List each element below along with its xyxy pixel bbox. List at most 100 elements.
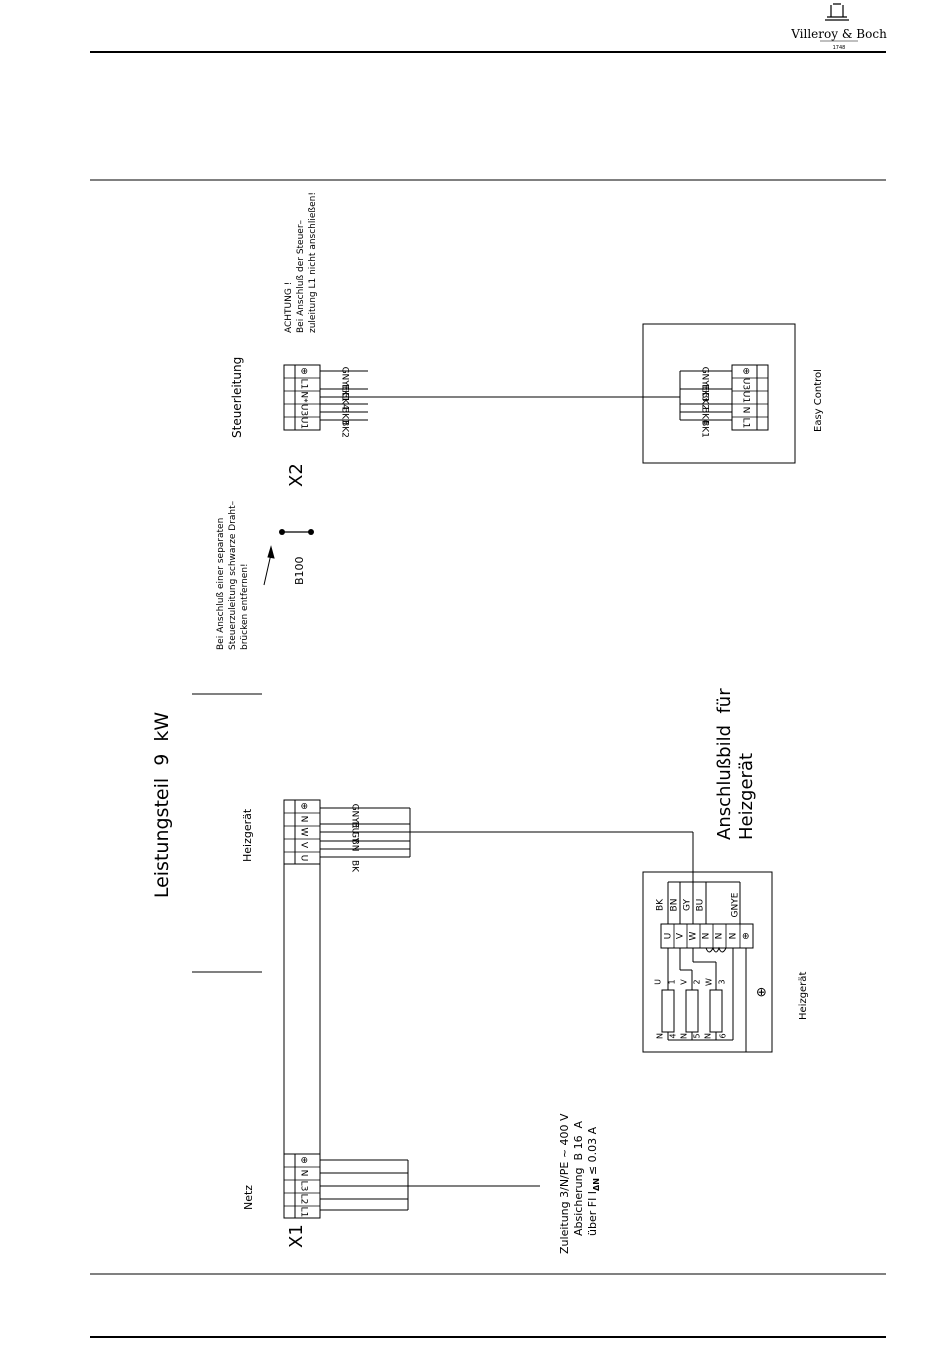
ht-wire-bk: BK [350,860,360,873]
ht-wire-gnye: GNYE [350,804,360,829]
he-bot-6: 6 [719,1033,728,1038]
x2-id: X2 [286,463,307,487]
bridge-dot-left [279,529,285,535]
bridge-note-line-3: brücken entfernen! [240,563,250,650]
x2-terminal-u3: U3 [299,404,309,416]
hd-wire-bk: BK [656,898,666,911]
heater-device-wiring: BK BN GY BU GNYE U V W N N N ⊕ [654,881,772,1053]
hd-wire-gnye: GNYE [731,892,741,917]
he-top-1: 1 [668,979,677,984]
ht-terminal-v: V [299,842,309,849]
easy-control-terminal-strip: ⊕ U3 U1 N L1 GNYE BK3 BK2 BK4 BK1 [679,364,769,438]
supply-note: Zuleitung 3/N/PE ~ 400 V Absicherung B 1… [558,1113,601,1254]
earth-icon: ⊕ [755,987,770,998]
supply-note-line-3: über FI IΔN ≤ 0.03 A [586,1126,601,1236]
brand-logo: Villeroy & Boch 1748 [790,3,887,51]
brand-name: Villeroy & Boch [790,27,887,41]
bridge-note: Bei Anschluß einer separaten Steuerzulei… [216,500,250,650]
ht-wire-bn: BN [350,839,360,852]
ec-wire-bk4: BK4 [700,407,710,425]
x2-terminal-strip: ⊕ L1 N* U3 U1 GNYE BK1 BK4 BK3 BK2 [283,364,368,438]
x2-wire-gnye: GNYE [340,367,350,392]
x1-terminal-l3: L3 [299,1181,309,1192]
ec-terminal-u1: U1 [741,391,751,403]
x1-terminal-strip: ⊕ N L3 L2 L1 [283,1153,409,1219]
x1-terminal-n: N [299,1170,309,1177]
ec-terminal-u3: U3 [741,378,751,390]
bridge-id: B100 [293,556,306,585]
heater-terminal-label: Heizgerät [241,808,254,862]
ec-wire-gnye: GNYE [700,367,710,392]
ht-terminal-w: W [299,828,309,837]
heater-device-box [642,871,773,1053]
hd-terminal-u: U [664,933,674,940]
x2-wire-bk3: BK3 [340,407,350,425]
x1-terminal-pe: ⊕ [299,1156,309,1164]
easy-control-label: Easy Control [813,369,824,432]
bridge-dot-right [308,529,314,535]
x1-label: Netz [242,1185,255,1210]
x2-terminal-n: N* [299,391,309,403]
hd-wire-bu: BU [696,899,706,912]
hd-terminal-pe: ⊕ [742,932,752,940]
supply-note-line-1: Zuleitung 3/N/PE ~ 400 V [558,1113,571,1254]
x2-label: Steuerleitung [230,357,244,438]
ht-wire-bu: BU [350,822,360,835]
heating-element-3 [709,989,723,1033]
connection-title-line-2: Heizgerät [736,753,757,840]
x2-note-line-1: ACHTUNG ! [284,282,294,333]
hd-wire-bn: BN [670,899,680,912]
ht-wire-gy: GY [350,831,360,844]
logo-emblem-icon [825,3,849,21]
supply-note-line-2: Absicherung B 16 A [572,1120,585,1236]
x1-terminal-l1: L1 [299,1207,309,1218]
bridge-note-arrow [263,545,275,586]
hd-wire-gy: GY [683,898,693,911]
bridge-b100: B100 [279,529,314,585]
ec-terminal-pe: ⊕ [741,367,751,375]
he-top-u: U [654,979,663,985]
x2-wire-bk1: BK1 [340,384,350,402]
ec-wire-bk2: BK2 [700,392,710,410]
heating-element-2 [685,989,699,1033]
x2-note-line-3: zuleitung L1 nicht anschließen! [308,192,318,333]
diagram-title: Leistungsteil 9 kW [151,712,173,899]
he-bot-n1: N [656,1033,665,1039]
hd-terminal-w: W [689,931,699,940]
hd-terminal-n3: N [729,933,739,940]
he-bot-4: 4 [669,1033,678,1038]
bridge-note-line-2: Steuerzuleitung schwarze Draht– [228,500,238,650]
hd-terminal-n2: N [715,933,725,940]
ht-terminal-n: N [299,816,309,823]
ht-terminal-u: U [299,855,309,862]
he-bot-5: 5 [693,1033,702,1038]
x1-id: X1 [286,1224,307,1248]
connection-title-line-1: Anschlußbild für [714,688,735,840]
heater-device-label: Heizgerät [798,972,809,1020]
he-bot-n3: N [704,1033,713,1039]
x2-wire-bk2: BK2 [340,420,350,438]
x1-terminal-l2: L2 [299,1194,309,1205]
he-top-3: 3 [718,979,727,984]
bridge-note-line-1: Bei Anschluß einer separaten [216,518,226,650]
easy-control-box [642,323,796,464]
ec-terminal-l1: L1 [741,418,751,429]
he-top-v: V [680,979,689,985]
x2-note-line-2: Bei Anschluß der Steuer– [296,219,306,333]
he-top-w: W [705,978,714,986]
heating-element-1 [661,989,675,1033]
supply-note-fi: über FI I [586,1191,599,1236]
supply-note-limit: ≤ 0.03 A [586,1126,599,1175]
hd-terminal-n1: N [702,933,712,940]
brand-year: 1748 [833,45,846,51]
x2-terminal-u1: U1 [299,417,309,429]
heater-terminal-strip: ⊕ N W V U GNYE BU GY BN BK [283,799,411,873]
supply-note-delta-n: ΔN [592,1178,601,1191]
x2-terminal-pe: ⊕ [299,367,309,375]
he-bot-n2: N [680,1033,689,1039]
ec-wire-bk3: BK3 [700,384,710,402]
x2-wire-bk4: BK4 [340,392,350,410]
he-top-2: 2 [693,979,702,984]
ht-terminal-pe: ⊕ [299,802,309,810]
